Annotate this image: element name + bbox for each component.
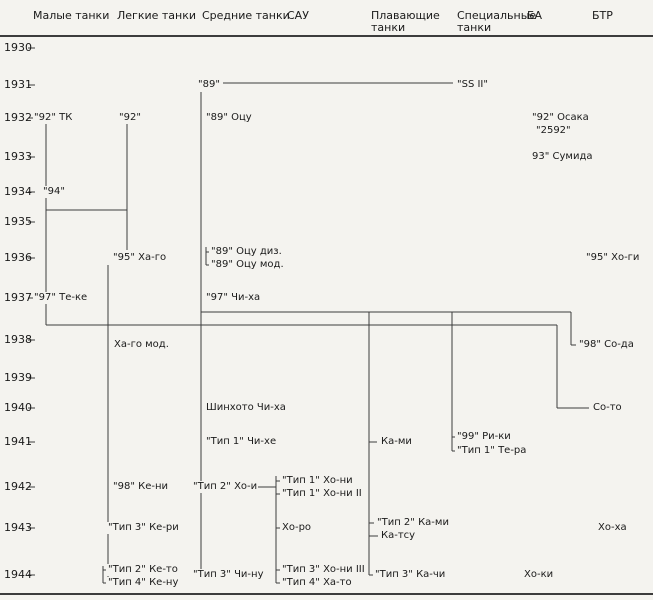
column-header-amphibious-tanks: Плавающие танки: [371, 9, 440, 34]
year-label: 1941: [4, 435, 32, 448]
node-97-chi-ha: "97" Чи-ха: [205, 292, 262, 304]
node-ss-ii: "SS II": [456, 79, 489, 91]
node-99-ri-ki: "99" Ри-ки: [456, 431, 512, 443]
node-ka-mi: Ка-ми: [380, 436, 413, 448]
node-tip3-chi-nu: "Тип 3" Чи-ну: [192, 569, 265, 581]
year-label: 1937: [4, 291, 32, 304]
node-so-to: Со-то: [592, 402, 623, 414]
year-label: 1933: [4, 150, 32, 163]
node-tip1-ho-ni: "Тип 1" Хо-ни: [281, 475, 354, 487]
node-tip2-ke-to: "Тип 2" Ке-то: [107, 564, 179, 576]
node-2592: "2592": [535, 125, 572, 137]
column-header-special-tanks: Специальные танки: [457, 9, 537, 34]
year-label: 1938: [4, 333, 32, 346]
year-label: 1943: [4, 521, 32, 534]
light-1944-bracket: [102, 566, 106, 584]
year-label: 1944: [4, 568, 32, 581]
year-label: 1936: [4, 251, 32, 264]
special-ticks: [452, 436, 455, 452]
node-ho-ro: Хо-ро: [281, 522, 313, 534]
year-label: 1931: [4, 78, 32, 91]
column-header-medium-tanks: Средние танки: [202, 9, 290, 22]
node-92-light: "92": [118, 112, 142, 124]
node-89-otsu-diz: "89" Оцу диз.: [210, 246, 283, 258]
node-89-otsu: "89" Оцу: [205, 112, 253, 124]
year-label: 1930: [4, 41, 32, 54]
node-97-te-ke: "97" Те-ке: [33, 292, 89, 304]
column-header-small-tanks: Малые танки: [33, 9, 110, 22]
year-label: 1940: [4, 401, 32, 414]
node-tip2-ka-mi: "Тип 2" Ка-ми: [376, 517, 450, 529]
column-header-light-tanks: Легкие танки: [117, 9, 197, 22]
year-label: 1942: [4, 480, 32, 493]
node-95-ha-go: "95" Ха-го: [112, 252, 168, 264]
year-label: 1939: [4, 371, 32, 384]
column-header-apc: БТР: [592, 9, 613, 22]
node-tip4-ke-nu: "Тип 4" Ке-ну: [107, 577, 180, 589]
medium-1936-bracket: [205, 247, 209, 266]
node-tip2-ho-i: "Тип 2" Хо-и: [192, 481, 259, 493]
node-tip1-chi-he: "Тип 1" Чи-хе: [205, 436, 278, 448]
node-tip3-ka-chi: "Тип 3" Ка-чи: [374, 569, 447, 581]
node-shinhoto-chi-ha: Шинхото Чи-ха: [205, 402, 287, 414]
column-header-spg: САУ: [287, 9, 309, 22]
year-tick-marks: [28, 47, 35, 576]
node-tip3-ho-ni-iii: "Тип 3" Хо-ни III: [281, 564, 366, 576]
year-label: 1934: [4, 185, 32, 198]
node-94: "94": [42, 186, 66, 198]
node-98-so-da: "98" Со-да: [578, 339, 635, 351]
node-92-tk: "92" ТК: [33, 112, 74, 124]
sau-ticks: [276, 480, 280, 584]
node-ha-go-mod: Ха-го мод.: [113, 339, 170, 351]
node-ho-ha: Хо-ха: [597, 522, 628, 534]
node-89: "89": [197, 79, 221, 91]
node-89-otsu-mod: "89" Оцу мод.: [210, 259, 285, 271]
node-98-ke-ni: "98" Ке-ни: [112, 481, 169, 493]
node-92-osaka: "92" Осака: [531, 112, 590, 124]
node-tip1-ho-ni-ii: "Тип 1" Хо-ни II: [281, 488, 363, 500]
column-header-armored-cars: БА: [527, 9, 543, 22]
node-93-sumida: 93" Сумида: [531, 151, 594, 163]
node-ka-tsu: Ка-тсу: [380, 530, 417, 542]
node-ho-ki: Хо-ки: [523, 569, 555, 581]
node-tip1-te-ra: "Тип 1" Те-ра: [456, 445, 528, 457]
year-label: 1935: [4, 215, 32, 228]
year-label: 1932: [4, 111, 32, 124]
node-tip4-ha-to: "Тип 4" Ха-то: [281, 577, 353, 589]
node-95-ho-gi: "95" Хо-ги: [585, 252, 641, 264]
amphibious-ticks: [369, 441, 378, 576]
node-tip3-ke-ri: "Тип 3" Ке-ри: [107, 522, 180, 534]
